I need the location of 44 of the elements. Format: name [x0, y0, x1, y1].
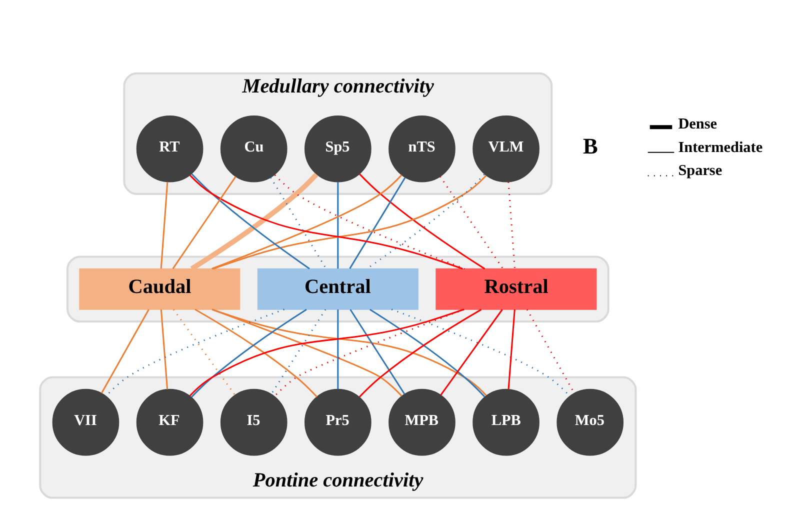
connector: [172, 176, 236, 270]
connector: [172, 309, 236, 396]
node-circle: Pr5: [304, 388, 372, 456]
connector: [337, 310, 339, 390]
connector: [440, 176, 504, 270]
connector: [212, 174, 402, 270]
connector: [270, 309, 326, 395]
connector: [349, 177, 406, 269]
connector: [508, 182, 516, 269]
node-circle: Sp5: [304, 115, 372, 182]
cluster: [66, 256, 610, 323]
legend-label: Dense: [678, 116, 718, 133]
connector: [274, 308, 464, 397]
connector: [350, 309, 406, 395]
connector: [212, 308, 402, 396]
node-circle: VLM: [472, 115, 540, 182]
connector: [160, 309, 168, 390]
connector: [160, 182, 168, 269]
legend-label: Sparse: [678, 162, 722, 180]
node-box: Rostral: [436, 268, 597, 310]
node-circle: KF: [136, 388, 204, 456]
label: B: [583, 134, 598, 159]
connector: [100, 309, 150, 394]
node-circle: I5: [220, 388, 288, 456]
connector: [189, 174, 463, 270]
connector: [270, 177, 327, 269]
connector: [274, 174, 466, 270]
connector: [337, 182, 339, 269]
connector: [440, 309, 503, 396]
node-circle: Mo5: [556, 388, 624, 456]
connector: [106, 308, 284, 397]
node-box: Central: [257, 268, 418, 310]
node-circle: RT: [136, 115, 204, 182]
connector: [212, 308, 487, 396]
node-circle: nTS: [388, 115, 456, 182]
connector: [508, 309, 516, 390]
node-box: Caudal: [79, 268, 240, 310]
node-circle: MPB: [388, 388, 456, 456]
connector: [212, 175, 487, 270]
node-circle: VII: [52, 388, 120, 456]
legend-label: Intermediate: [678, 138, 763, 156]
node-circle: LPB: [472, 388, 540, 456]
node-circle: Cu: [220, 115, 288, 182]
connector: [189, 308, 464, 396]
